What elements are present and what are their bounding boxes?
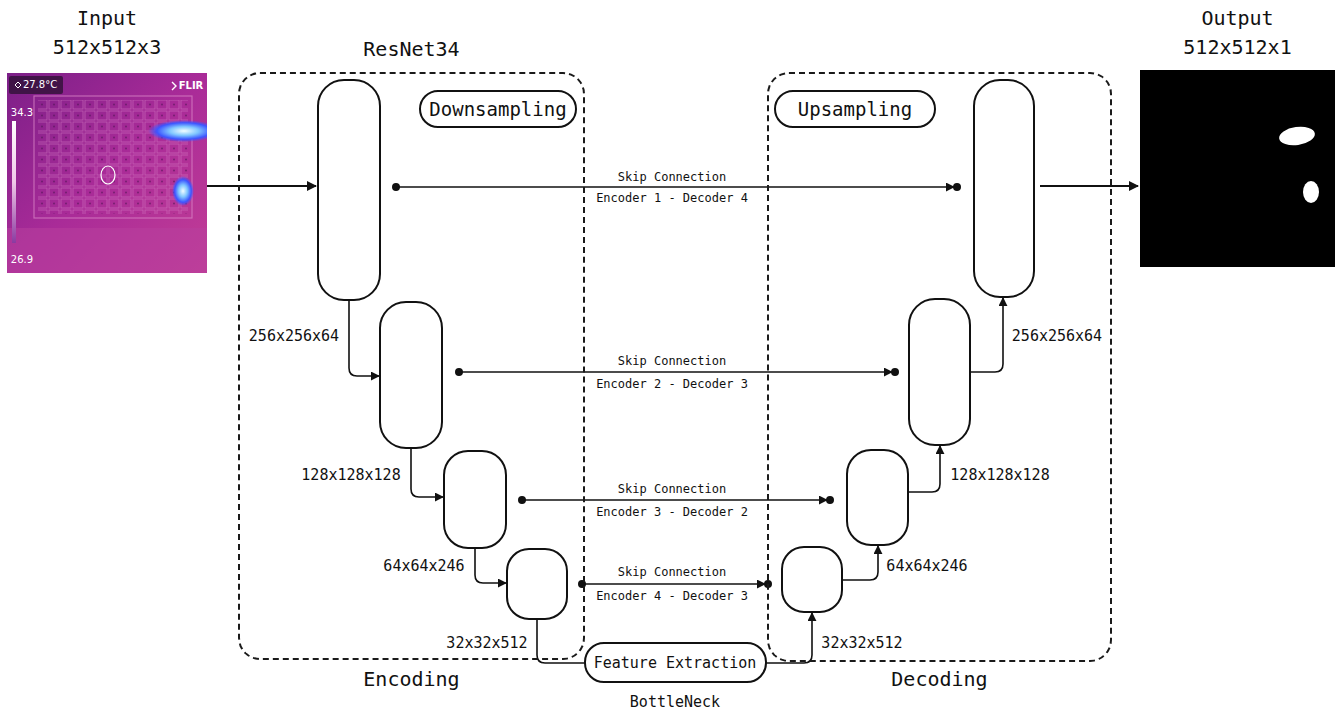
- up-wire: [970, 298, 1003, 372]
- tensor-size: 128x128x128: [301, 466, 400, 484]
- box-heading: Output 512x512x1: [1168, 4, 1308, 62]
- skip-dot: [519, 497, 525, 503]
- encoder-block: [380, 302, 442, 448]
- box-label: Downsampling: [429, 98, 566, 121]
- skip-pair: Encoder 4 - Decoder 3: [596, 589, 748, 603]
- box-heading: Encoding: [240, 667, 583, 691]
- tensor-size: 128x128x128: [950, 466, 1049, 484]
- tensor-size: 64x64x246: [886, 557, 967, 575]
- thermal-ground: [7, 73, 207, 273]
- decoder-block: [974, 80, 1034, 297]
- up-wire: [908, 446, 940, 492]
- skip-pair: Encoder 1 - Decoder 4: [596, 191, 748, 205]
- down-wire: [537, 619, 587, 663]
- thermal-image: [7, 73, 207, 273]
- skip-line: [522, 499, 827, 501]
- flir-logo: [172, 82, 176, 90]
- brand-mark: FLIR: [179, 80, 204, 92]
- stage-pill: Upsampling: [774, 90, 936, 128]
- decoder-block: [847, 450, 908, 545]
- skip-label: Skip Connection: [618, 170, 726, 184]
- mask-blob: [1303, 181, 1319, 203]
- skip-line: [396, 186, 954, 188]
- spot-marker: [101, 166, 115, 184]
- hot-spot: [172, 176, 194, 206]
- block-wires: [349, 298, 1003, 663]
- skip-label: Skip Connection: [618, 482, 726, 496]
- box-label: Upsampling: [798, 98, 912, 121]
- skip-label: Skip Connection: [618, 565, 726, 579]
- decoder-block: [782, 547, 842, 612]
- skip-line: [459, 371, 892, 373]
- encoder-block: [318, 80, 380, 300]
- scale-value: 34.3: [11, 107, 33, 119]
- skip-line: [582, 583, 765, 585]
- mask-image: [1140, 70, 1335, 267]
- reading-box: [9, 76, 63, 94]
- stage-pill: Downsampling: [419, 90, 577, 128]
- skip-dot: [393, 184, 399, 190]
- up-wire: [763, 613, 812, 663]
- tensor-size: 64x64x246: [383, 557, 464, 575]
- crosshair-icon: [15, 82, 21, 88]
- skip-connections: [393, 184, 960, 587]
- decoder-blocks: [782, 80, 1034, 612]
- down-wire: [475, 548, 506, 583]
- flow-arrow: [207, 185, 316, 187]
- flow-arrow: [1040, 185, 1138, 187]
- encoder-block: [444, 451, 506, 548]
- scale-value: 26.9: [11, 254, 33, 266]
- box-heading: BottleNeck: [586, 690, 765, 713]
- skip-dot: [456, 369, 462, 375]
- output-image-node: Output 512x512x1: [1140, 0, 1335, 267]
- skip-dot: [954, 184, 960, 190]
- encoder-block: [507, 549, 567, 619]
- skip-pair: Encoder 2 - Decoder 3: [596, 377, 748, 391]
- skip-pair: Encoder 3 - Decoder 2: [596, 505, 748, 519]
- bottleneck-box: Feature ExtractionBottleNeck: [584, 642, 767, 683]
- encoder-blocks: [318, 80, 567, 619]
- up-wire: [842, 546, 878, 580]
- tensor-size: 256x256x64: [249, 327, 339, 345]
- laptop-body: [7, 228, 207, 273]
- temperature-scale: [12, 121, 16, 243]
- input-image-node: Input 512x512x3: [7, 0, 207, 273]
- skip-dot: [827, 497, 833, 503]
- tensor-size: 256x256x64: [1012, 327, 1102, 345]
- box-label: Feature Extraction: [594, 654, 757, 672]
- decoder-block: [909, 299, 970, 445]
- box-heading: ResNet34: [240, 37, 583, 61]
- skip-label: Skip Connection: [618, 354, 726, 368]
- down-wire: [349, 300, 379, 376]
- mask-blob: [1278, 125, 1316, 148]
- temperature-reading: 27.8°C: [23, 79, 57, 91]
- hot-spot: [148, 120, 207, 142]
- down-wire: [411, 448, 443, 497]
- tensor-size: 32x32x512: [446, 634, 527, 652]
- box-heading: Decoding: [769, 667, 1110, 691]
- keyboard-outline: [34, 96, 192, 218]
- keyboard-keys: [38, 100, 188, 214]
- box-heading: Input 512x512x3: [37, 4, 177, 62]
- tensor-size: 32x32x512: [821, 634, 902, 652]
- skip-dot: [892, 369, 898, 375]
